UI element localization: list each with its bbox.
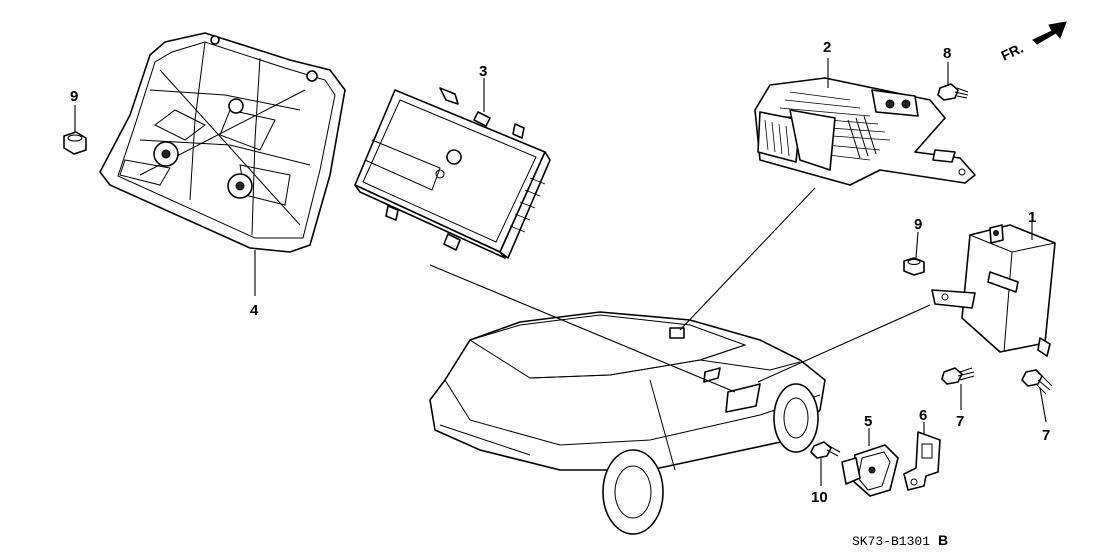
part-9-nut-left — [63, 131, 87, 155]
diagram-code: SK73-B1301 — [852, 534, 930, 549]
front-direction-label: FR. — [999, 40, 1026, 64]
part-2-control-unit — [754, 77, 976, 186]
part-5-connector-holder — [841, 444, 899, 497]
callout-5: 5 — [864, 413, 872, 430]
leader-lines — [74, 58, 1047, 486]
vehicle-outline — [429, 311, 826, 535]
callout-7-left: 7 — [956, 413, 964, 430]
callout-1: 1 — [1028, 209, 1036, 226]
callout-4: 4 — [250, 302, 259, 319]
callout-10: 10 — [811, 489, 828, 506]
callout-9-right: 9 — [914, 216, 922, 233]
part-7-bolt-right — [1021, 369, 1053, 395]
callout-8: 8 — [943, 45, 951, 62]
part-7-bolt-left — [941, 367, 975, 385]
callout-9-left: 9 — [70, 88, 78, 105]
part-10-screw — [810, 441, 841, 459]
diagram-code-suffix: B — [938, 532, 948, 548]
part-3-ecu — [354, 87, 551, 259]
callout-3: 3 — [479, 63, 487, 80]
callout-7-right: 7 — [1042, 427, 1050, 444]
part-8-bolt — [937, 83, 969, 101]
part-1-module — [931, 224, 1056, 357]
part-9-nut-right — [903, 257, 925, 276]
front-direction-arrow: FR. — [999, 21, 1067, 64]
part-6-bracket — [903, 431, 941, 491]
callout-6: 6 — [919, 407, 927, 424]
callout-labels: 1 2 3 4 5 6 7 7 8 9 9 10 — [70, 39, 1050, 506]
part-4-ecu-cover — [99, 32, 346, 253]
arrow-right-icon — [1032, 21, 1067, 45]
callout-2: 2 — [823, 39, 831, 56]
